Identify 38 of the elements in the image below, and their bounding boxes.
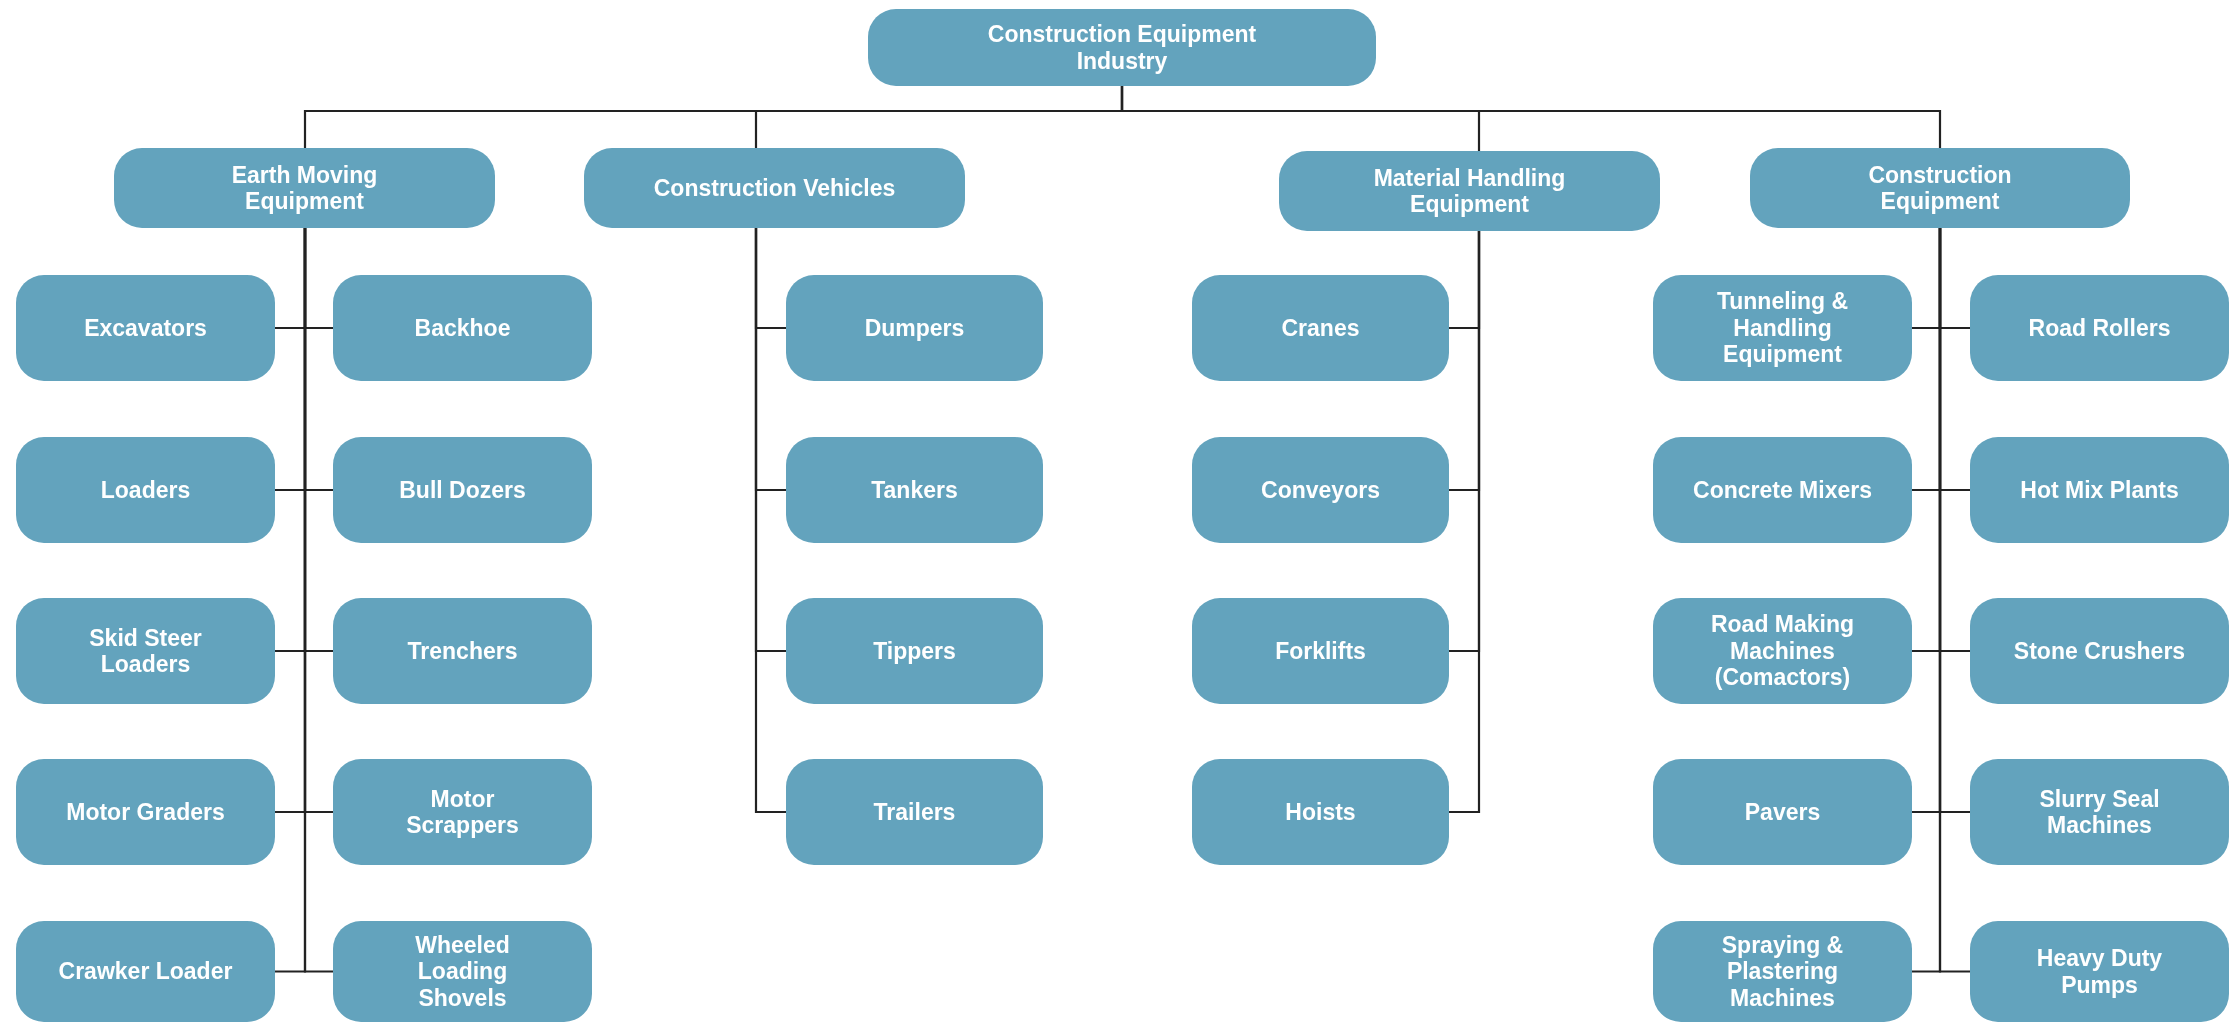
connector-line xyxy=(1120,86,1942,148)
connector-line xyxy=(754,228,786,814)
category-box: Cranes xyxy=(1192,275,1449,381)
connector-line xyxy=(1938,228,1970,973)
category-box: Skid Steer Loaders xyxy=(16,598,275,704)
category-box: Dumpers xyxy=(786,275,1043,381)
category-box: Road Making Machines (Comactors) xyxy=(1653,598,1912,704)
category-box: Excavators xyxy=(16,275,275,381)
category-box: Crawker Loader xyxy=(16,921,275,1022)
category-box: Wheeled Loading Shovels xyxy=(333,921,592,1022)
category-box: Conveyors xyxy=(1192,437,1449,543)
category-box: Earth Moving Equipment xyxy=(114,148,495,228)
category-box: Construction Equipment Industry xyxy=(868,9,1376,86)
category-box: Hoists xyxy=(1192,759,1449,865)
category-box: Spraying & Plastering Machines xyxy=(1653,921,1912,1022)
category-box: Trenchers xyxy=(333,598,592,704)
category-box: Motor Graders xyxy=(16,759,275,865)
category-box: Construction Vehicles xyxy=(584,148,965,228)
category-box: Tunneling & Handling Equipment xyxy=(1653,275,1912,381)
category-box: Hot Mix Plants xyxy=(1970,437,2229,543)
category-box: Road Rollers xyxy=(1970,275,2229,381)
category-box: Slurry Seal Machines xyxy=(1970,759,2229,865)
category-box: Loaders xyxy=(16,437,275,543)
category-box: Trailers xyxy=(786,759,1043,865)
connector-line xyxy=(303,228,333,973)
category-box: Material Handling Equipment xyxy=(1279,151,1660,231)
category-box: Construction Equipment xyxy=(1750,148,2130,228)
category-box: Heavy Duty Pumps xyxy=(1970,921,2229,1022)
category-box: Forklifts xyxy=(1192,598,1449,704)
category-box: Concrete Mixers xyxy=(1653,437,1912,543)
category-box: Pavers xyxy=(1653,759,1912,865)
category-box: Tankers xyxy=(786,437,1043,543)
category-box: Motor Scrappers xyxy=(333,759,592,865)
category-box: Backhoe xyxy=(333,275,592,381)
category-box: Tippers xyxy=(786,598,1043,704)
connector-line xyxy=(1449,231,1481,814)
category-box: Bull Dozers xyxy=(333,437,592,543)
category-box: Stone Crushers xyxy=(1970,598,2229,704)
